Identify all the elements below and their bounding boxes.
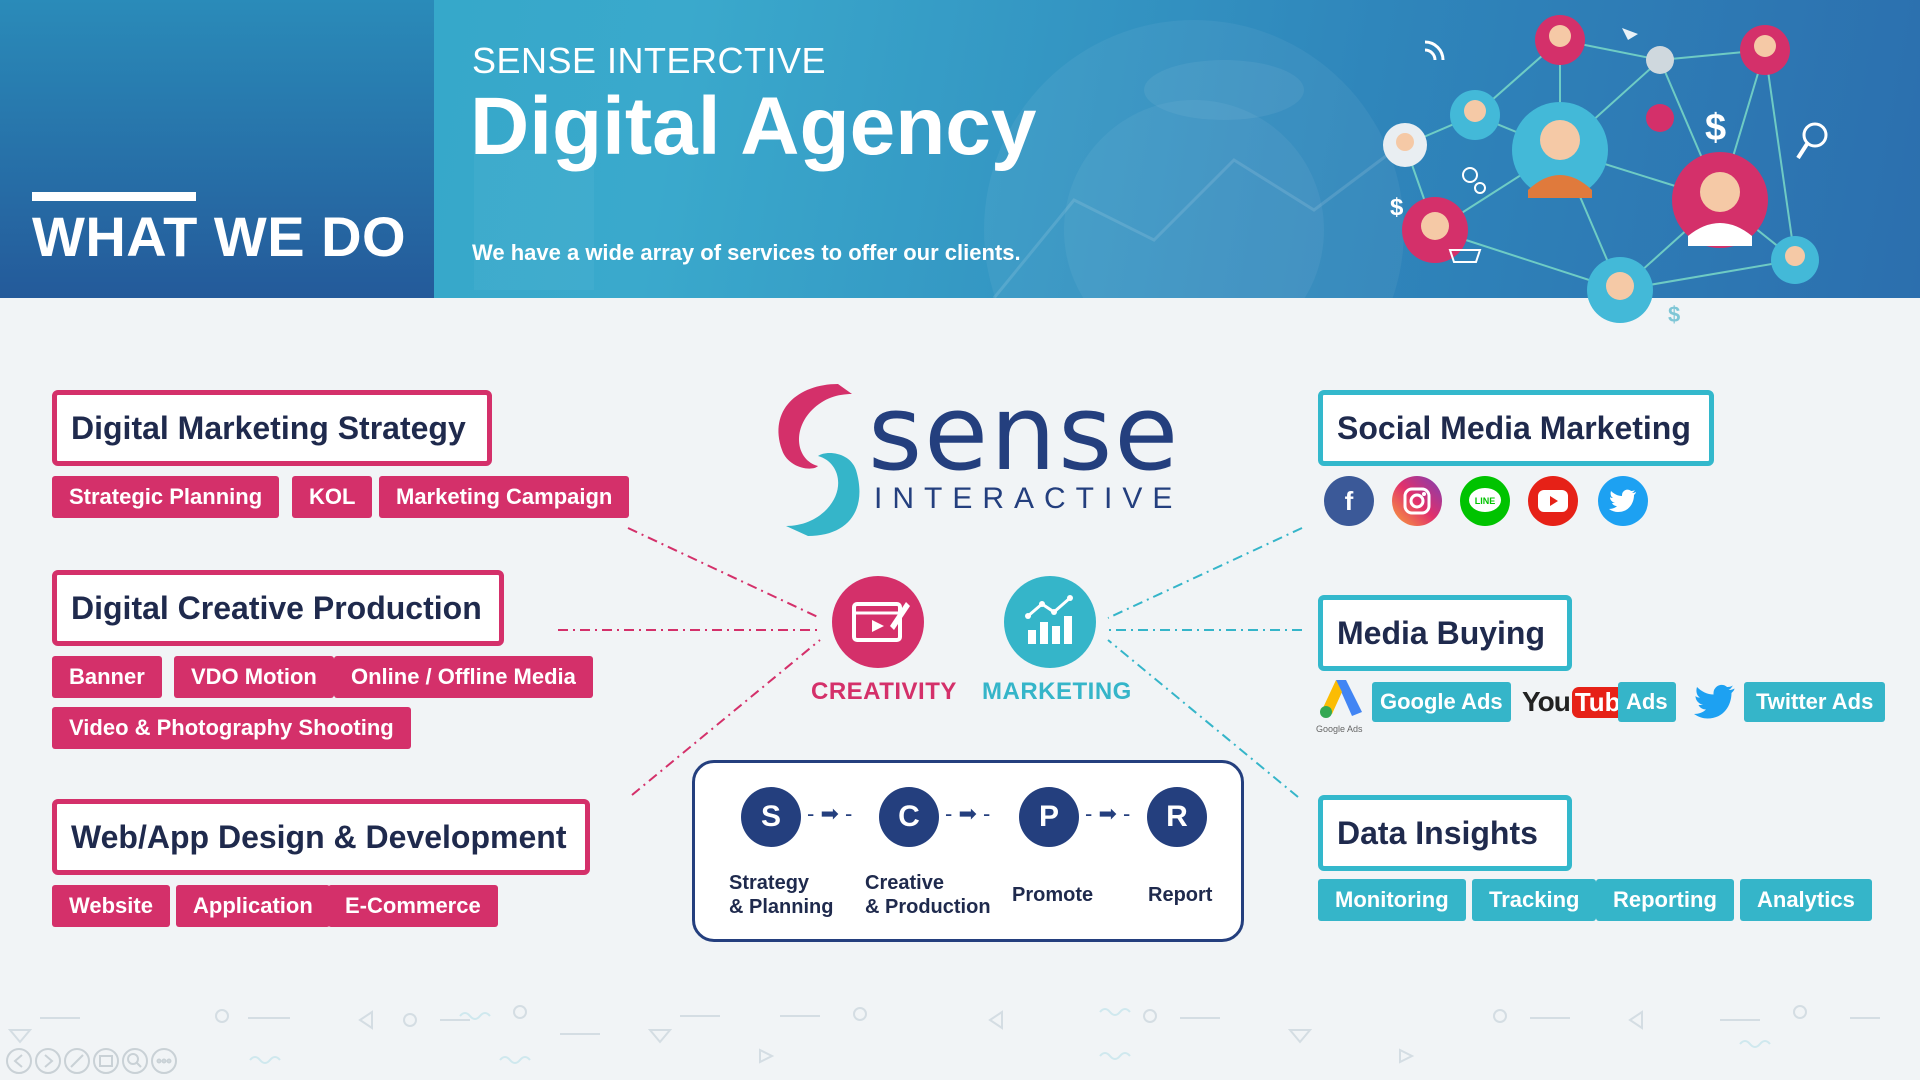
service-web-app-design-development[interactable]: Web/App Design & Development	[52, 799, 590, 875]
service-digital-marketing-strategy[interactable]: Digital Marketing Strategy	[52, 390, 492, 466]
tag-twitter-ads[interactable]: Twitter Ads	[1744, 682, 1886, 722]
title-accent-bar	[32, 192, 196, 201]
logo-wordmark: sense	[868, 372, 1181, 494]
facebook-icon[interactable]: f	[1324, 476, 1374, 526]
logo-subtitle: INTERACTIVE	[874, 482, 1183, 515]
tag-vdo-motion[interactable]: VDO Motion	[174, 656, 334, 698]
header-background-decoration	[474, 20, 1404, 298]
dollar-icon: $	[1668, 302, 1680, 327]
sense-logo-mark	[778, 384, 860, 536]
tag-online-offline-media[interactable]: Online / Offline Media	[334, 656, 593, 698]
marketing-label: MARKETING	[982, 678, 1132, 705]
tag-video-photography-shooting[interactable]: Video & Photography Shooting	[52, 707, 411, 749]
arrow-right-icon: - ➡ -	[807, 801, 853, 826]
tag-google-ads[interactable]: Google Ads	[1372, 682, 1511, 722]
service-social-media-marketing[interactable]: Social Media Marketing	[1318, 390, 1714, 466]
twitter-bird-icon	[1694, 684, 1735, 719]
dollar-icon: $	[1705, 107, 1726, 149]
tag-website[interactable]: Website	[52, 885, 170, 927]
step-label-creative: Creative& Production	[865, 872, 991, 918]
google-ads-logo-icon	[1320, 680, 1362, 718]
header-banner: WHAT WE DO SENSE INTERCTIVE Digital Agen…	[0, 0, 1920, 298]
google-ads-caption: Google Ads	[1316, 724, 1363, 734]
step-p-circle: P	[1019, 787, 1079, 847]
line-icon[interactable]: LINE	[1460, 476, 1510, 526]
page-description: We have a wide array of services to offe…	[472, 240, 1021, 265]
tag-application[interactable]: Application	[176, 885, 330, 927]
magnifier-handle	[1796, 142, 1809, 160]
creativity-icon	[832, 576, 924, 668]
step-label-report: Report	[1148, 884, 1213, 906]
cursor-icon	[1622, 28, 1638, 40]
tag-monitoring[interactable]: Monitoring	[1318, 879, 1466, 921]
basket-icon	[1448, 249, 1482, 263]
company-name: SENSE INTERCTIVE	[472, 40, 827, 81]
step-r-circle: R	[1147, 787, 1207, 847]
step-label-strategy: Strategy& Planning	[729, 872, 834, 918]
rss-icon	[1424, 40, 1445, 61]
tag-banner[interactable]: Banner	[52, 656, 162, 698]
service-data-insights[interactable]: Data Insights	[1318, 795, 1572, 871]
tag-tracking[interactable]: Tracking	[1472, 879, 1597, 921]
tag-marketing-campaign[interactable]: Marketing Campaign	[379, 476, 630, 518]
tag-reporting[interactable]: Reporting	[1596, 879, 1734, 921]
tag-strategic-planning[interactable]: Strategic Planning	[52, 476, 280, 518]
step-label-promote: Promote	[1012, 884, 1094, 906]
tag-kol[interactable]: KOL	[292, 476, 373, 518]
service-media-buying[interactable]: Media Buying	[1318, 595, 1572, 671]
twitter-icon[interactable]	[1598, 476, 1648, 526]
tag-youtube-ads[interactable]: Ads	[1618, 682, 1676, 722]
creativity-label: CREATIVITY	[811, 678, 957, 705]
what-we-do-panel: WHAT WE DO	[0, 0, 434, 298]
service-digital-creative-production[interactable]: Digital Creative Production	[52, 570, 504, 646]
tag-e-commerce[interactable]: E-Commerce	[328, 885, 498, 927]
avatar-group	[1383, 15, 1819, 323]
network-illustration: $ $ $	[1383, 15, 1828, 327]
process-flow-box: S - ➡ - C - ➡ - P - ➡ - R Strategy& Plan…	[692, 760, 1244, 942]
tag-analytics[interactable]: Analytics	[1740, 879, 1872, 921]
dollar-icon: $	[1390, 194, 1404, 221]
arrow-right-icon: - ➡ -	[1085, 801, 1131, 826]
youtube-icon[interactable]	[1528, 476, 1578, 526]
bottom-pattern-decoration	[7, 1005, 1880, 1064]
marketing-icon	[1004, 576, 1096, 668]
page-title: Digital Agency	[470, 81, 1037, 172]
arrow-right-icon: - ➡ -	[945, 801, 991, 826]
presentation-controls[interactable]	[4, 1046, 234, 1076]
magnifier-icon	[1802, 122, 1828, 148]
svg-text:LINE: LINE	[1475, 496, 1496, 506]
step-c-circle: C	[879, 787, 939, 847]
instagram-icon[interactable]	[1392, 476, 1442, 526]
step-s-circle: S	[741, 787, 801, 847]
gear-icon	[1462, 167, 1478, 183]
what-we-do-title: WHAT WE DO	[32, 205, 407, 268]
